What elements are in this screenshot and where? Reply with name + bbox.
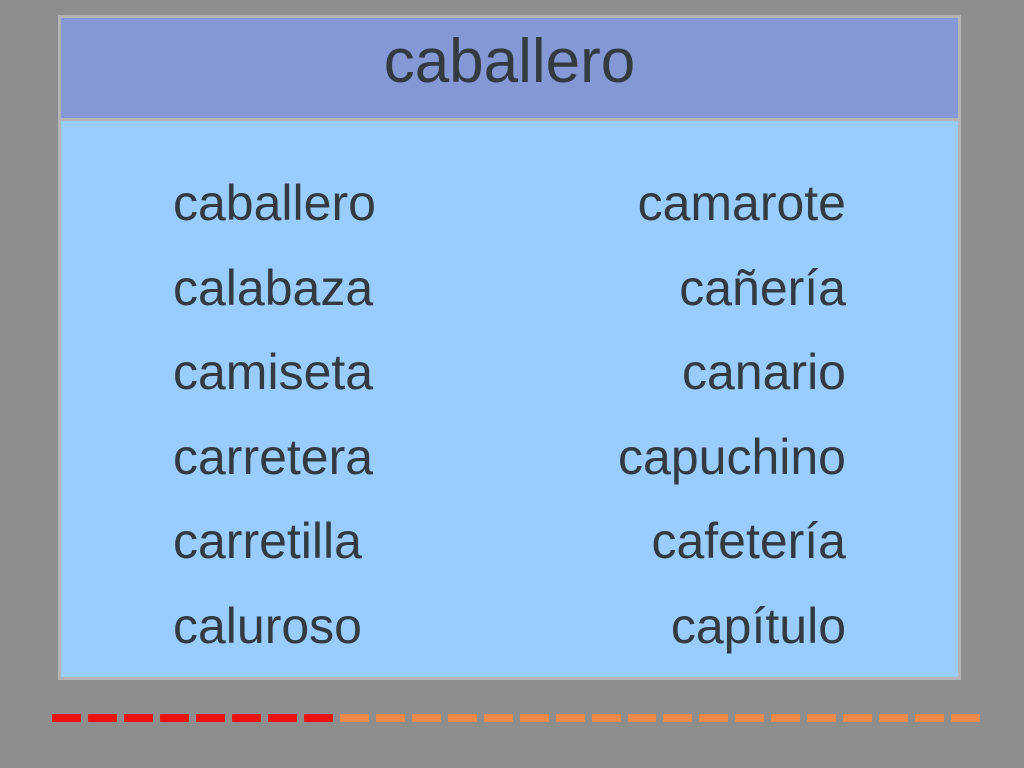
word-item: caballero — [173, 175, 376, 231]
progress-segment-completed — [87, 714, 117, 722]
progress-segment-remaining — [771, 714, 801, 722]
progress-segment-remaining — [951, 714, 981, 722]
progress-segment-completed — [52, 714, 81, 722]
progress-segment-remaining — [627, 714, 657, 722]
progress-segment-remaining — [735, 714, 765, 722]
word-item: cafetería — [651, 513, 846, 569]
word-column-left: caballero calabaza camiseta carretera ca… — [173, 161, 376, 668]
word-item: carretilla — [173, 513, 362, 569]
progress-segment-completed — [303, 714, 333, 722]
progress-segment-completed — [159, 714, 189, 722]
card-header: caballero — [61, 18, 958, 121]
progress-segment-remaining — [519, 714, 549, 722]
card-title: caballero — [383, 27, 636, 96]
progress-segment-remaining — [591, 714, 621, 722]
progress-segment-remaining — [699, 714, 729, 722]
word-item: carretera — [173, 428, 374, 485]
progress-segment-remaining — [411, 714, 441, 722]
word-item: calabaza — [173, 259, 374, 316]
progress-segment-completed — [267, 714, 297, 722]
word-item: capítulo — [670, 597, 846, 654]
progress-segment-remaining — [555, 714, 585, 722]
slide-progress-bar — [52, 714, 981, 724]
word-item: canario — [682, 344, 846, 400]
progress-segment-completed — [123, 714, 153, 722]
word-item: camiseta — [173, 344, 374, 400]
word-item: cañería — [679, 259, 846, 316]
progress-segment-remaining — [447, 714, 477, 722]
progress-segment-remaining — [843, 714, 873, 722]
progress-segment-remaining — [375, 714, 405, 722]
word-column-right: camarote cañería canario capuchino cafet… — [618, 161, 846, 668]
progress-segment-completed — [195, 714, 225, 722]
word-list: caballero calabaza camiseta carretera ca… — [61, 123, 958, 680]
progress-segment-remaining — [879, 714, 909, 722]
word-item: camarote — [637, 175, 846, 231]
progress-segment-remaining — [915, 714, 945, 722]
word-card: caballero caballero calabaza camiseta ca… — [58, 15, 961, 680]
progress-segment-remaining — [483, 714, 513, 722]
progress-segment-remaining — [807, 714, 837, 722]
progress-segment-remaining — [663, 714, 693, 722]
word-item: caluroso — [173, 597, 362, 654]
progress-segment-remaining — [339, 714, 369, 722]
word-item: capuchino — [618, 428, 846, 485]
progress-segment-completed — [231, 714, 261, 722]
